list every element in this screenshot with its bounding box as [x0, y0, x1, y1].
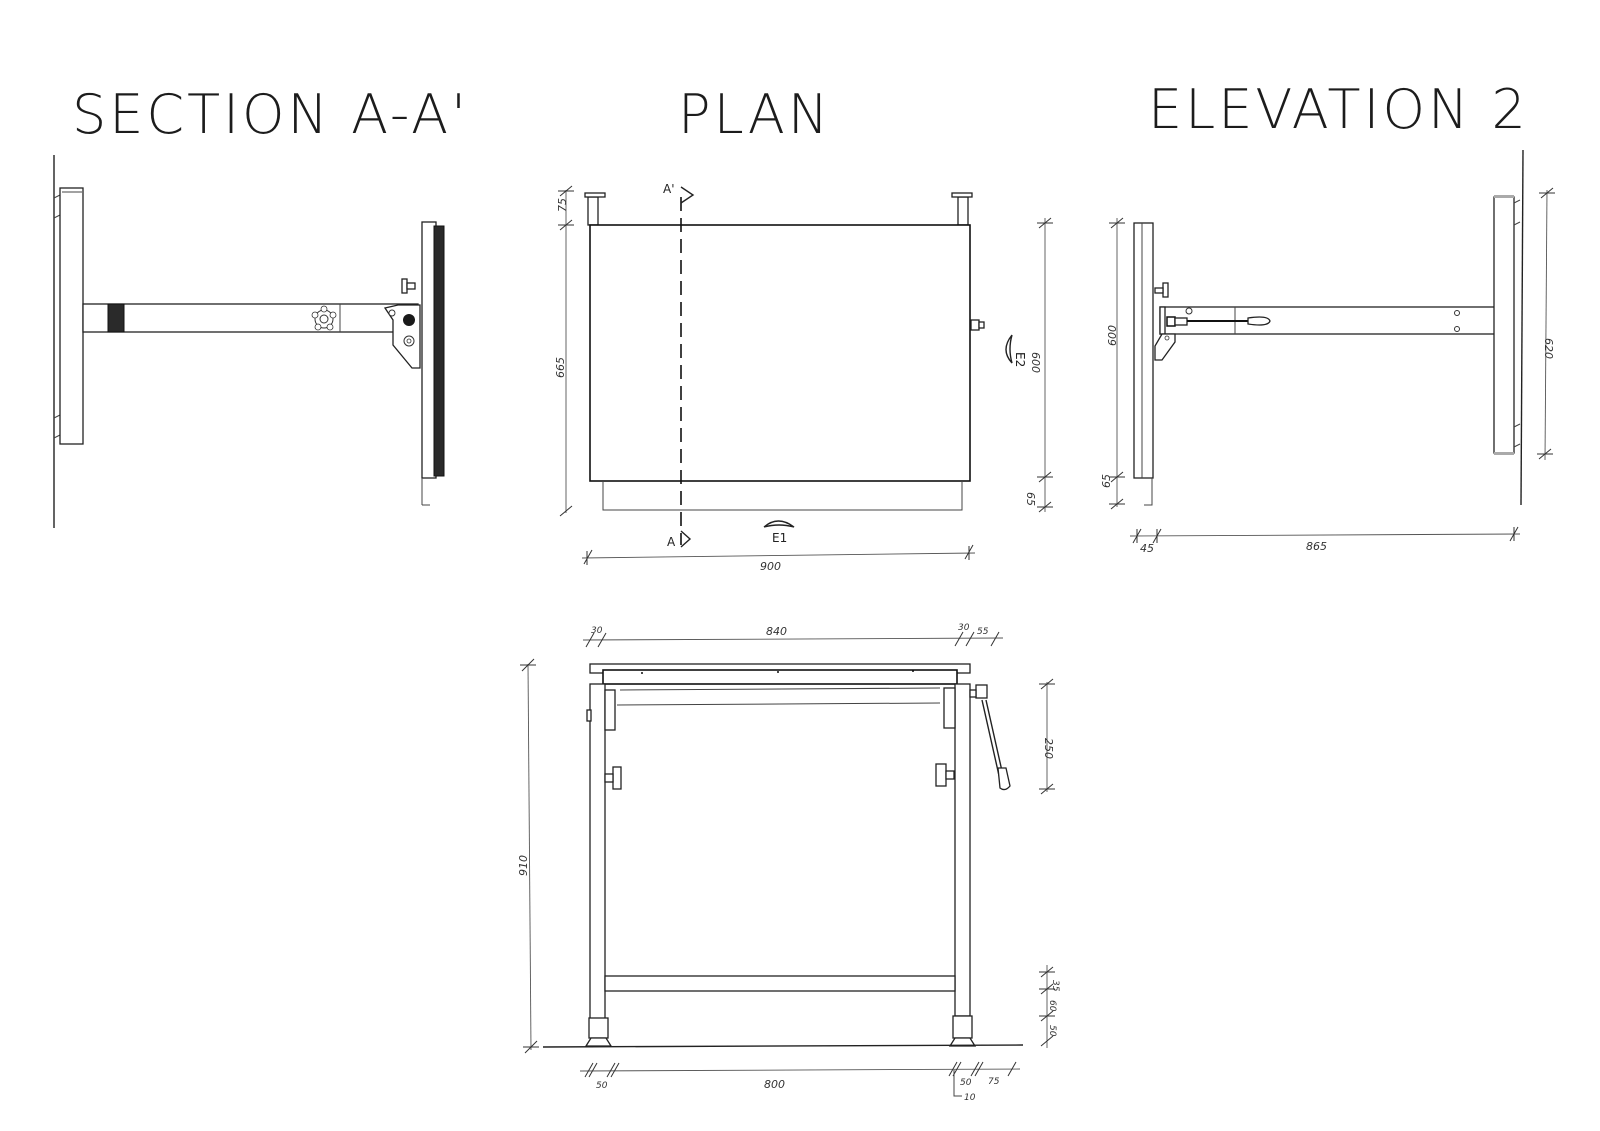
dim-top-span: 840 [766, 625, 787, 638]
title-section-aa: SECTION A-A' [72, 83, 469, 146]
leg-right [954, 683, 971, 1017]
dim-width: 900 [760, 560, 781, 573]
folded-tabletop-right [1493, 196, 1515, 454]
dim-top-right-a: 30 [958, 623, 970, 633]
dim-right-lower: 65 [1024, 492, 1037, 506]
post-cap-right [951, 192, 973, 198]
dim-top-left: 30 [591, 626, 603, 636]
title-elevation-2: ELEVATION 2 [1148, 78, 1529, 141]
dim-bottom-span: 800 [764, 1078, 785, 1091]
height-knob-left [612, 766, 622, 790]
support-arm [82, 303, 419, 333]
section-marker-top: A' [663, 182, 675, 196]
dim-bottom-left: 50 [596, 1081, 608, 1091]
tabletop-plan [589, 224, 971, 482]
dim-top-overhang: 75 [556, 198, 569, 212]
view-marker-e1: E1 [772, 531, 787, 545]
title-plan: PLAN [678, 83, 831, 146]
view-marker-e1-icon [763, 520, 795, 528]
floor-line [542, 1044, 1024, 1048]
dim-left-height: 600 [1106, 325, 1119, 346]
arm-clamp-block [107, 303, 125, 333]
dim-lower-right-a: 35 [1050, 980, 1060, 992]
dim-right-height: 620 [1542, 338, 1555, 359]
dim-left-depth: 665 [554, 357, 567, 378]
dim-overall-height: 910 [517, 855, 530, 876]
section-aa-view [53, 155, 445, 528]
dim-right-depth: 600 [1029, 352, 1042, 373]
tabletop-edge [433, 225, 445, 477]
lock-knob [401, 278, 408, 294]
dim-bottom-length: 865 [1306, 540, 1327, 553]
dim-lower-right-b: 60 [1047, 1000, 1057, 1012]
star-knob-icon [311, 305, 337, 331]
leg-left [589, 683, 606, 1020]
lower-stretcher [604, 975, 956, 992]
view-marker-e2: E2 [1013, 352, 1027, 367]
dim-bottom-offset: 10 [964, 1093, 976, 1103]
dim-upper-right: 250 [1042, 738, 1055, 759]
dim-bottom-small: 45 [1140, 542, 1154, 555]
dim-left-lower: 65 [1100, 474, 1113, 488]
elevation-1-view: 30 840 30 55 910 250 35 60 50 50 800 50 [517, 623, 1060, 1103]
dim-bottom-right-b: 75 [988, 1077, 1000, 1087]
post-cap-left [584, 192, 606, 198]
view-marker-e2-icon [1005, 334, 1013, 364]
dim-lower-right-c: 50 [1047, 1025, 1057, 1037]
elevation-2-view: 600 65 620 45 865 [1100, 149, 1555, 555]
folded-tabletop-left [59, 187, 84, 445]
wall-line-right [1520, 149, 1524, 506]
section-arrow-bottom-icon [680, 530, 692, 548]
tabletop-front [602, 669, 958, 685]
pivot-bolt-icon [403, 314, 415, 326]
foot-right [952, 1015, 973, 1039]
dim-top-right-b: 55 [977, 627, 989, 637]
crank-handle [981, 699, 1001, 781]
foot-left [588, 1017, 609, 1039]
section-marker-bottom: A [667, 535, 676, 549]
section-arrow-top-icon [680, 186, 695, 204]
dim-bottom-right-a: 50 [960, 1078, 972, 1088]
height-knob-right [935, 763, 947, 787]
plan-view: A' A E1 E2 75 665 600 65 900 [554, 182, 1053, 573]
